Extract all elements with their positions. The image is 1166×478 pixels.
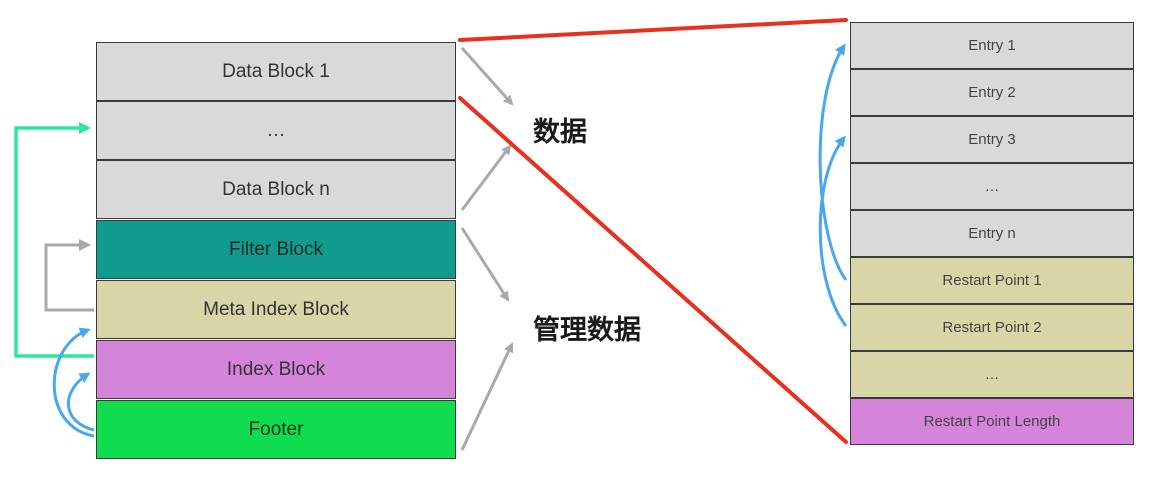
zoom-line-top [458,18,848,42]
entry-2-label: Entry 2 [968,84,1016,101]
index-to-data-arrow [14,122,94,358]
restart-point-ellipsis: … [850,351,1134,398]
data-block-ellipsis-label: … [266,119,286,141]
entry-ellipsis-label: … [984,178,1000,195]
data-block-1: Data Block 1 [96,42,456,101]
filter-block: Filter Block [96,220,456,279]
restart2-to-entry3-arrow [818,135,848,327]
entry-ellipsis: … [850,163,1134,210]
entry-1-label: Entry 1 [968,37,1016,54]
entry-2: Entry 2 [850,69,1134,116]
restart-point-2: Restart Point 2 [850,304,1134,351]
restart-point-ellipsis-label: … [984,366,1000,383]
entry-1: Entry 1 [850,22,1134,69]
data-group-arrow-top [460,47,514,106]
meta-group-arrow-bottom [460,342,514,451]
footer-to-meta-arrow [52,327,95,438]
zoom-line-bottom [458,96,848,444]
meta-index-block-label: Meta Index Block [203,298,349,320]
entry-3: Entry 3 [850,116,1134,163]
footer-block: Footer [96,400,456,459]
restart-point-1: Restart Point 1 [850,257,1134,304]
meta-index-block: Meta Index Block [96,280,456,339]
footer-to-index-arrow [67,372,95,432]
footer-block-label: Footer [248,418,304,440]
data-block-n: Data Block n [96,160,456,219]
meta-group-label: 管理数据 [533,315,641,346]
restart-point-2-label: Restart Point 2 [942,319,1042,336]
restart-point-1-label: Restart Point 1 [942,272,1042,289]
data-block-ellipsis: … [96,101,456,160]
meta-to-filter-arrow [44,239,94,312]
data-block-n-label: Data Block n [222,178,330,200]
index-block: Index Block [96,340,456,399]
restart-point-length: Restart Point Length [850,398,1134,445]
entry-3-label: Entry 3 [968,131,1016,148]
filter-block-label: Filter Block [229,238,323,260]
entry-n: Entry n [850,210,1134,257]
restart-point-length-label: Restart Point Length [923,413,1061,430]
data-group-label: 数据 [533,117,587,148]
restart1-to-entry1-arrow [818,43,848,281]
data-group-arrow-bottom [460,144,512,211]
index-block-label: Index Block [226,358,326,380]
entry-n-label: Entry n [968,225,1016,242]
data-block-1-label: Data Block 1 [222,60,330,82]
meta-group-arrow-top [460,227,510,302]
